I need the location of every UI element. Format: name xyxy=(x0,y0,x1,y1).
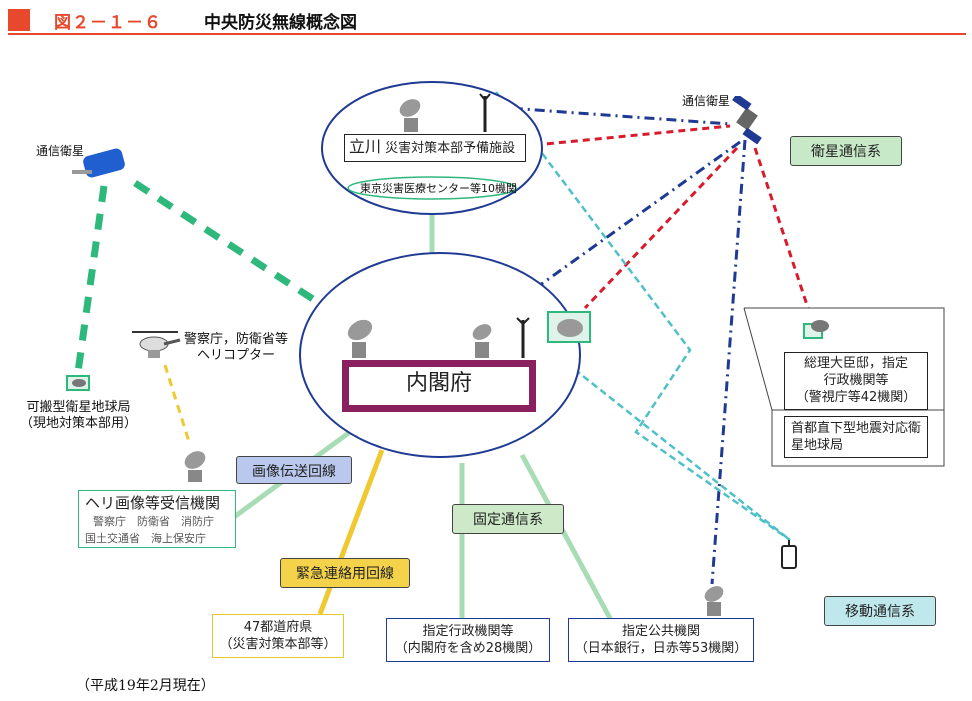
prefectures-line2: （災害対策本部等） xyxy=(219,637,337,652)
designated-public-line1: 指定公共機関 xyxy=(621,624,700,639)
tachikawa-antenna-icon xyxy=(479,93,491,132)
left-satellite-to-center xyxy=(133,180,327,310)
pm-station-icon xyxy=(803,320,829,339)
designated-admin-line1: 指定行政機関等 xyxy=(422,624,514,639)
pm-line3: （警視庁等42機関） xyxy=(795,390,917,405)
tachikawa-box: 立川 災害対策本部予備施設 xyxy=(344,134,526,162)
heli-receiver-box: ヘリ画像等受信機関 警察庁 防衛省 消防庁 国土交通省 海上保安庁 xyxy=(78,490,236,548)
portable-station-label: 可搬型衛星地球局 （現地対策本部用） xyxy=(20,400,137,432)
title-bar: 図２－１－６ 中央防災無線概念図 xyxy=(0,0,972,36)
right-satellite-icon xyxy=(732,96,762,144)
left-satellite-to-portable xyxy=(74,185,108,373)
title-marker xyxy=(8,9,30,31)
mobile-phone-icon xyxy=(781,540,797,569)
satellite-to-tachikawa-red xyxy=(534,124,731,147)
pm-line1: 総理大臣邸，指定 xyxy=(803,356,908,371)
tachikawa-dish-icon xyxy=(399,99,421,132)
prefectures-box: 47都道府県 （災害対策本部等） xyxy=(212,614,344,658)
quake-line2: 星地球局 xyxy=(791,438,844,453)
emergency-line-tag: 緊急連絡用回線 xyxy=(280,558,410,588)
tachikawa-sub-label: 東京災害医療センター等10機関 xyxy=(360,182,517,195)
satellite-to-pm-red xyxy=(753,147,810,309)
mobile-link-b xyxy=(539,341,791,541)
center-dish-icon xyxy=(347,319,373,358)
right-satellite-label: 通信衛星 xyxy=(682,94,731,108)
quake-station-box: 首都直下型地震対応衛 星地球局 xyxy=(784,416,928,458)
heli-receiver-line2: 国土交通省 海上保安庁 xyxy=(85,532,206,545)
pm-residence-box: 総理大臣邸，指定 行政機関等 （警視庁等42機関） xyxy=(784,352,928,410)
figure-title: 中央防災無線概念図 xyxy=(204,13,357,33)
tachikawa-facility: 災害対策本部予備施設 xyxy=(385,141,516,156)
center-label: 内閣府 xyxy=(405,371,472,396)
pm-frame-lower xyxy=(771,410,945,467)
heli-receiver-title: ヘリ画像等受信機関 xyxy=(85,494,221,512)
satellite-terminal-icon xyxy=(547,311,591,343)
designated-admin-line2: （内閣府を含め28機関） xyxy=(394,641,542,656)
designated-public-box: 指定公共機関 （日本銀行，日赤等53機関） xyxy=(568,618,754,662)
fixed-system-tag: 固定通信系 xyxy=(452,504,564,534)
pm-line2: 行政機関等 xyxy=(823,373,889,388)
helicopter-line2: ヘリコプター xyxy=(197,348,276,363)
prefectures-line1: 47都道府県 xyxy=(243,620,313,635)
satellite-system-tag: 衛星通信系 xyxy=(790,136,902,166)
tachikawa-sub-ellipse xyxy=(347,176,517,200)
helicopter-label: 警察庁，防衛省等 ヘリコプター xyxy=(184,332,288,364)
portable-line1: 可搬型衛星地球局 xyxy=(26,400,131,415)
receiver-dish-icon xyxy=(184,451,206,482)
portable-station-icon xyxy=(66,375,90,391)
left-satellite-label: 通信衛星 xyxy=(36,144,85,158)
fixed-link-public xyxy=(519,453,615,624)
image-line-tag: 画像伝送回線 xyxy=(236,456,352,484)
tachikawa-place: 立川 xyxy=(349,137,382,156)
heli-receiver-line1: 警察庁 防衛省 消防庁 xyxy=(93,515,214,528)
figure-number: 図２－１－６ xyxy=(54,13,162,33)
footnote: （平成19年2月現在） xyxy=(76,678,215,694)
helicopter-icon xyxy=(132,331,181,358)
center-box: 内閣府 xyxy=(342,360,536,412)
satellite-to-public-uplink xyxy=(710,139,747,585)
quake-line1: 首都直下型地震対応衛 xyxy=(791,421,922,436)
heli-to-receiver-link xyxy=(163,364,192,446)
left-satellite-icon xyxy=(72,148,125,178)
title-rule xyxy=(8,33,966,35)
public-dish-icon xyxy=(704,586,724,616)
center-small-dish-icon xyxy=(472,324,492,358)
center-antenna-icon xyxy=(516,317,530,358)
designated-public-line2: （日本銀行，日赤等53機関） xyxy=(574,641,748,656)
satellite-to-center-red xyxy=(583,146,739,310)
helicopter-line1: 警察庁，防衛省等 xyxy=(184,332,289,347)
portable-line2: （現地対策本部用） xyxy=(20,416,138,431)
mobile-system-tag: 移動通信系 xyxy=(824,596,936,626)
designated-admin-box: 指定行政機関等 （内閣府を含め28機関） xyxy=(386,618,550,662)
